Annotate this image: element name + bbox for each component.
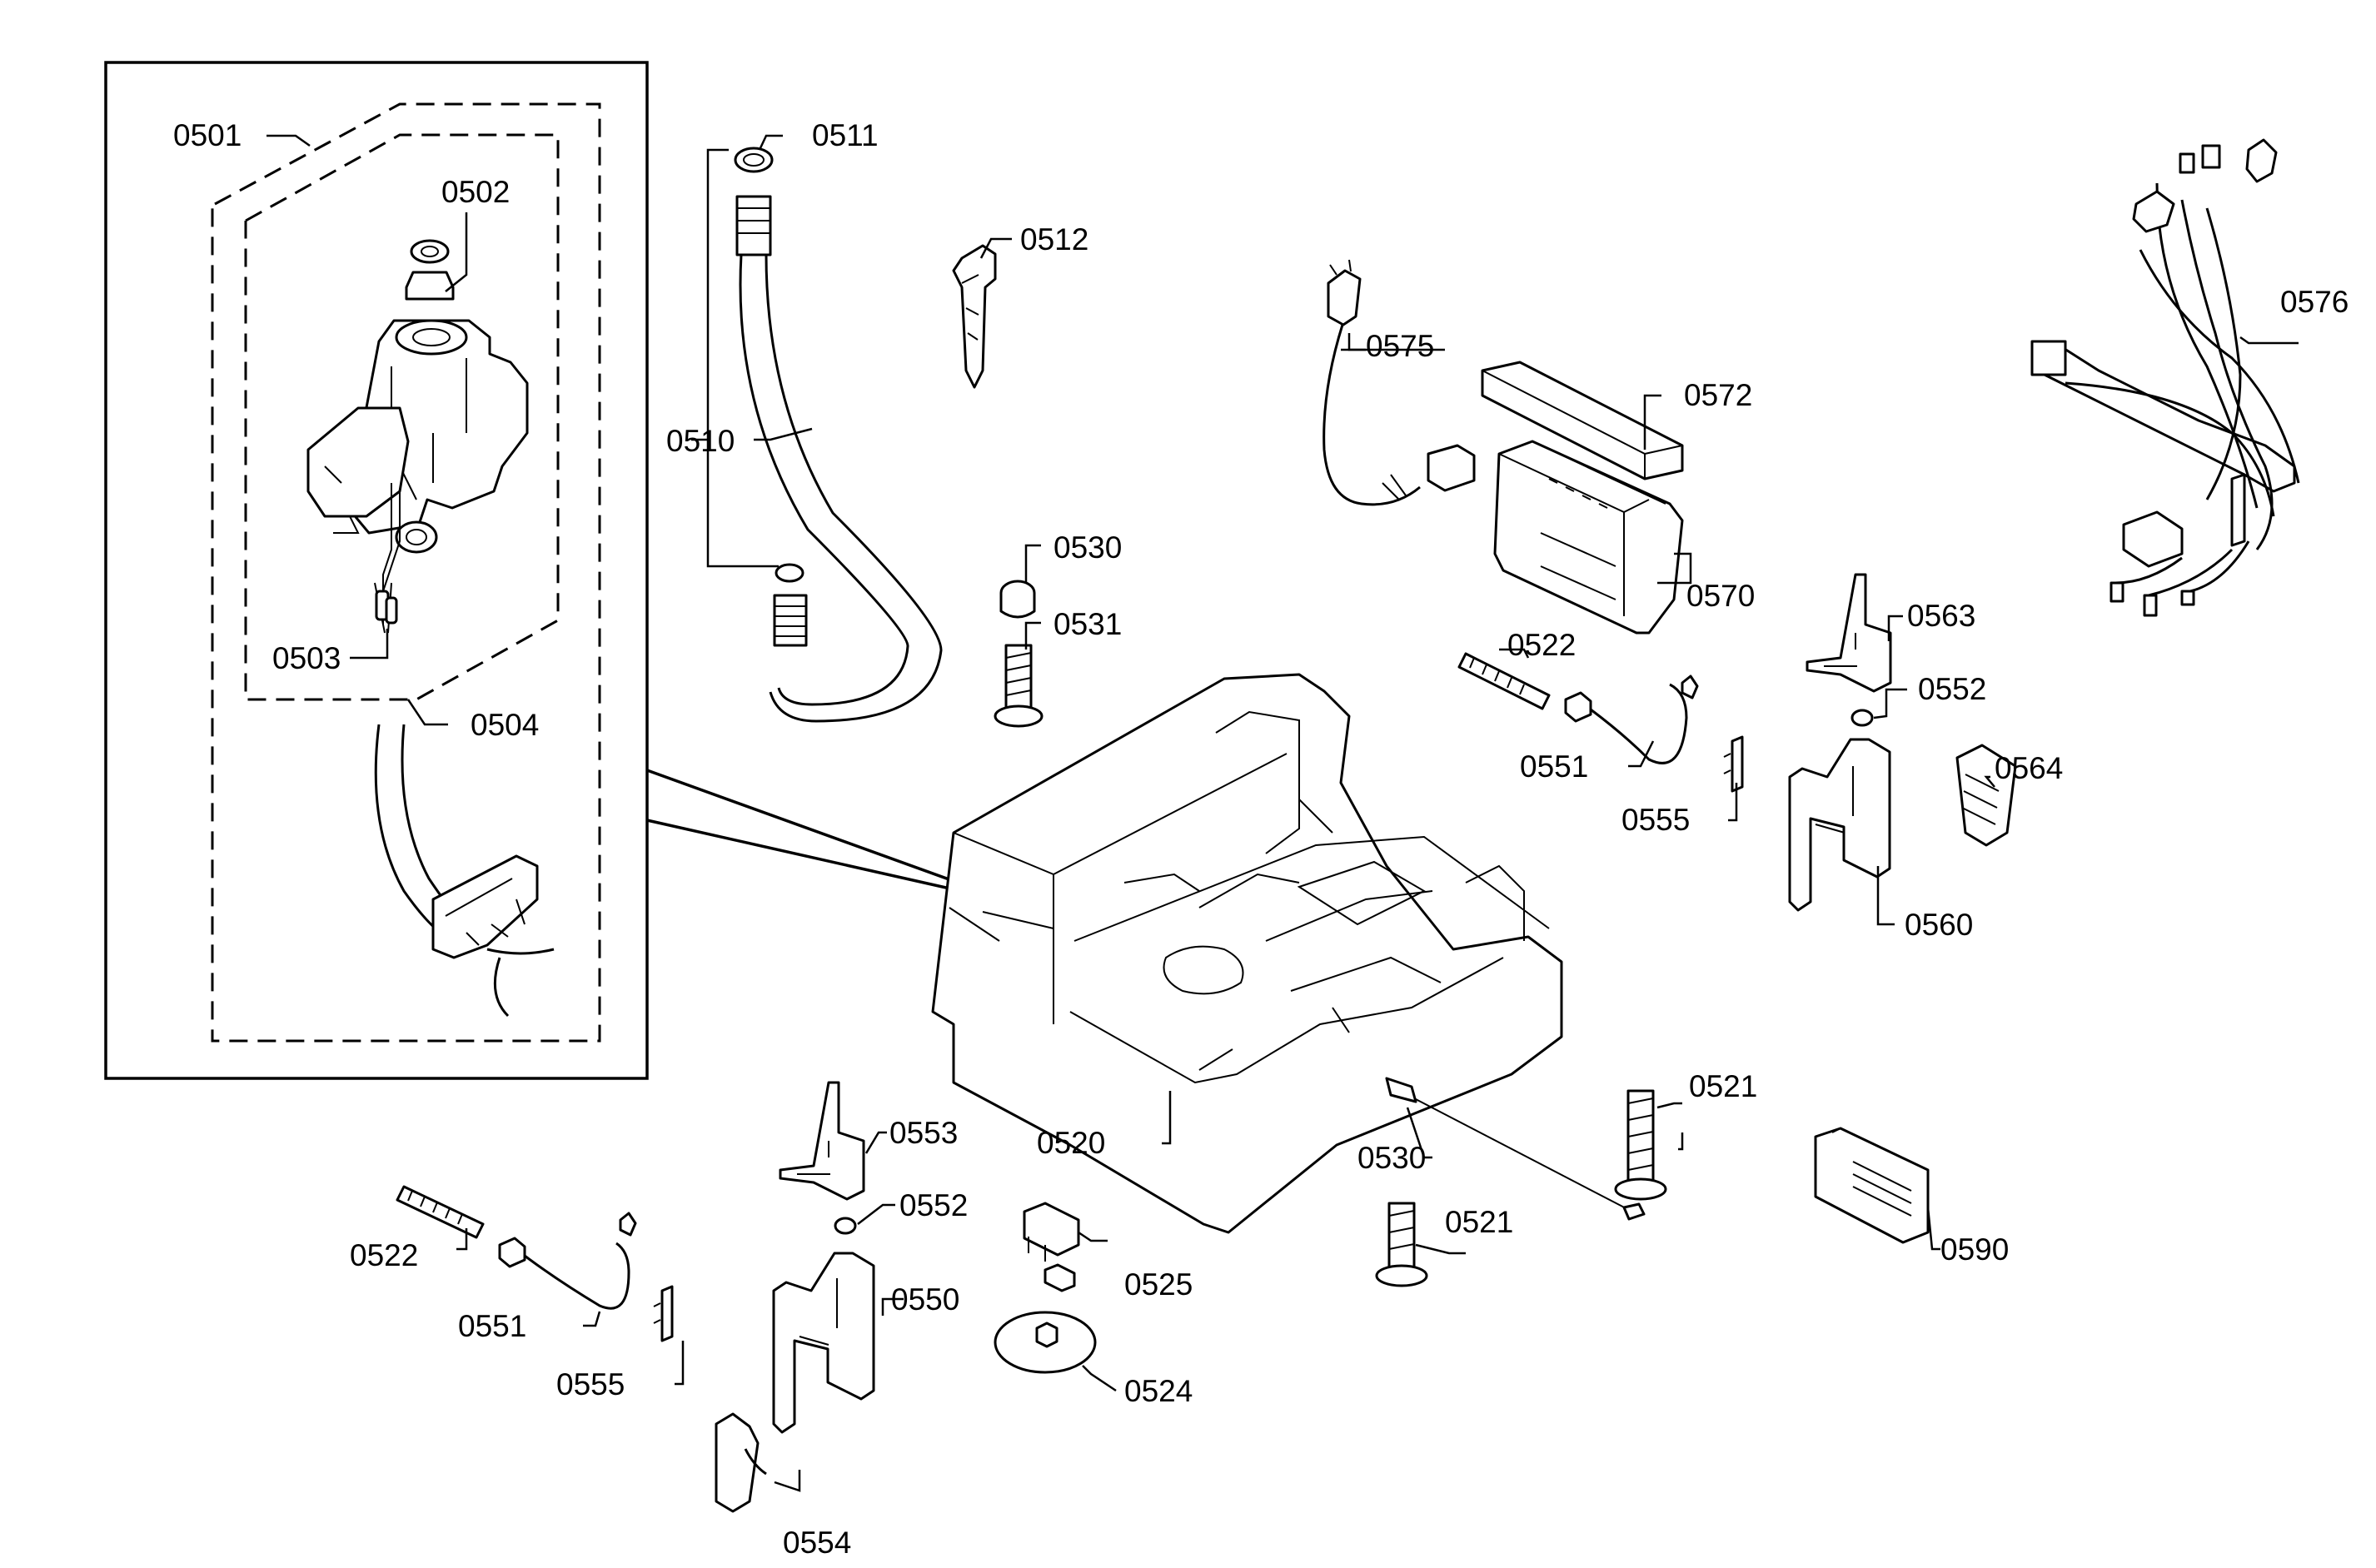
group-0501-outline <box>211 102 601 1043</box>
label-0530-top: 0530 <box>1054 530 1122 565</box>
pump-nut <box>405 271 455 301</box>
group-0502-outline <box>244 133 560 701</box>
harness-plug-g <box>2180 590 2195 606</box>
label-0555-left: 0555 <box>556 1367 625 1401</box>
pin-0552-right <box>1850 709 1874 727</box>
bracket-0563 <box>1806 573 1892 693</box>
aquastop-block <box>431 854 539 959</box>
hose-end-fitting <box>735 195 772 256</box>
clip-0512 <box>952 244 997 389</box>
harness-plug-c <box>2201 144 2221 169</box>
hose-clamp <box>734 147 774 173</box>
part-0590 <box>1814 1127 1930 1244</box>
harness-plug-b <box>2179 152 2195 174</box>
label-0520: 0520 <box>1037 1126 1105 1160</box>
cover-0564 <box>1955 744 2017 847</box>
drain-hose <box>739 254 909 706</box>
label-0551-right: 0551 <box>1520 749 1588 784</box>
label-0521-upper: 0521 <box>1689 1069 1757 1103</box>
foot-and-rod-group <box>1375 1077 1930 1287</box>
spring-0522-left <box>396 1185 485 1239</box>
label-0521-lower: 0521 <box>1445 1205 1513 1239</box>
pin-0552-left <box>834 1217 857 1235</box>
hinge-bracket-right <box>1788 573 1892 912</box>
right-sensor-group <box>1457 652 1744 793</box>
label-0570: 0570 <box>1686 579 1755 613</box>
sensor-0551-left <box>498 1237 526 1268</box>
control-module-0570-0572 <box>1481 361 1684 635</box>
harness-plug-e <box>2110 581 2124 603</box>
harness-plug-f <box>2143 594 2158 617</box>
label-0530-rod: 0530 <box>1357 1141 1426 1175</box>
clip-0555-right <box>1731 735 1744 793</box>
label-0524: 0524 <box>1124 1374 1193 1408</box>
base-tub-0520 <box>931 673 1563 1234</box>
label-0550: 0550 <box>891 1282 959 1317</box>
label-0590: 0590 <box>1940 1232 2009 1267</box>
label-0576: 0576 <box>2280 285 2349 319</box>
pump-seal-ring <box>395 520 438 554</box>
cord-connector <box>1427 444 1476 492</box>
label-0531: 0531 <box>1054 607 1122 641</box>
bracket-0553 <box>779 1081 865 1201</box>
label-0522-right: 0522 <box>1507 628 1576 662</box>
label-0522-left: 0522 <box>350 1238 418 1272</box>
rod-0530 <box>1415 1098 1633 1212</box>
inset-frame <box>104 61 649 1080</box>
label-0552-right: 0552 <box>1918 672 1986 706</box>
label-0563: 0563 <box>1907 599 1975 633</box>
sensor-0551-right <box>1564 691 1592 723</box>
label-0572: 0572 <box>1684 378 1752 412</box>
hinge-bracket-left <box>715 1081 875 1513</box>
harness-connector-rail <box>2030 340 2296 493</box>
label-0554: 0554 <box>783 1526 851 1560</box>
label-0560: 0560 <box>1905 908 1973 942</box>
label-0504: 0504 <box>471 708 539 742</box>
bracket-0560 <box>1788 738 1891 912</box>
label-0575: 0575 <box>1366 329 1434 363</box>
inset-pump-detail <box>104 61 954 1080</box>
harness-plug-d <box>2245 138 2278 183</box>
float-assembly <box>994 1202 1097 1374</box>
sump-area <box>1297 860 1427 926</box>
fastener-0530-0531 <box>994 580 1044 728</box>
harness-plug-a <box>2132 190 2175 233</box>
clip-0555-left <box>660 1285 674 1342</box>
power-cord-0575 <box>1322 259 1476 506</box>
gasket-ring <box>410 239 450 264</box>
power-plug <box>1327 269 1362 326</box>
label-0512: 0512 <box>1020 222 1088 256</box>
drain-hose-assembly <box>734 147 943 723</box>
spring-0522-right <box>1457 652 1551 710</box>
leader-lines <box>266 134 2299 1492</box>
wiring-harness-0576 <box>2030 138 2300 617</box>
label-0555-right: 0555 <box>1621 803 1690 837</box>
hose-oring <box>775 563 804 583</box>
left-sensor-group <box>396 1185 674 1342</box>
label-0502: 0502 <box>441 175 510 209</box>
label-0564: 0564 <box>1995 751 2063 785</box>
switch-0525 <box>1023 1202 1080 1257</box>
label-0501: 0501 <box>173 118 242 152</box>
inset-connector-bottom <box>646 819 954 891</box>
cover-0572 <box>1481 361 1684 480</box>
rod-end-0530 <box>1385 1077 1417 1103</box>
label-0553: 0553 <box>889 1116 958 1150</box>
harness-terminal-strip <box>2230 473 2246 547</box>
label-0503: 0503 <box>272 641 341 675</box>
harness-block <box>2122 510 2184 568</box>
label-0552-left: 0552 <box>899 1188 968 1222</box>
part-labels: 0501 0502 0503 0504 0510 0511 0512 0520 … <box>173 118 2349 1560</box>
label-0525: 0525 <box>1124 1267 1193 1302</box>
inset-connector-top <box>646 769 954 883</box>
cover-0554 <box>715 1412 760 1513</box>
label-0510: 0510 <box>666 424 735 458</box>
label-0551-left: 0551 <box>458 1309 526 1343</box>
label-0511: 0511 <box>812 118 879 152</box>
